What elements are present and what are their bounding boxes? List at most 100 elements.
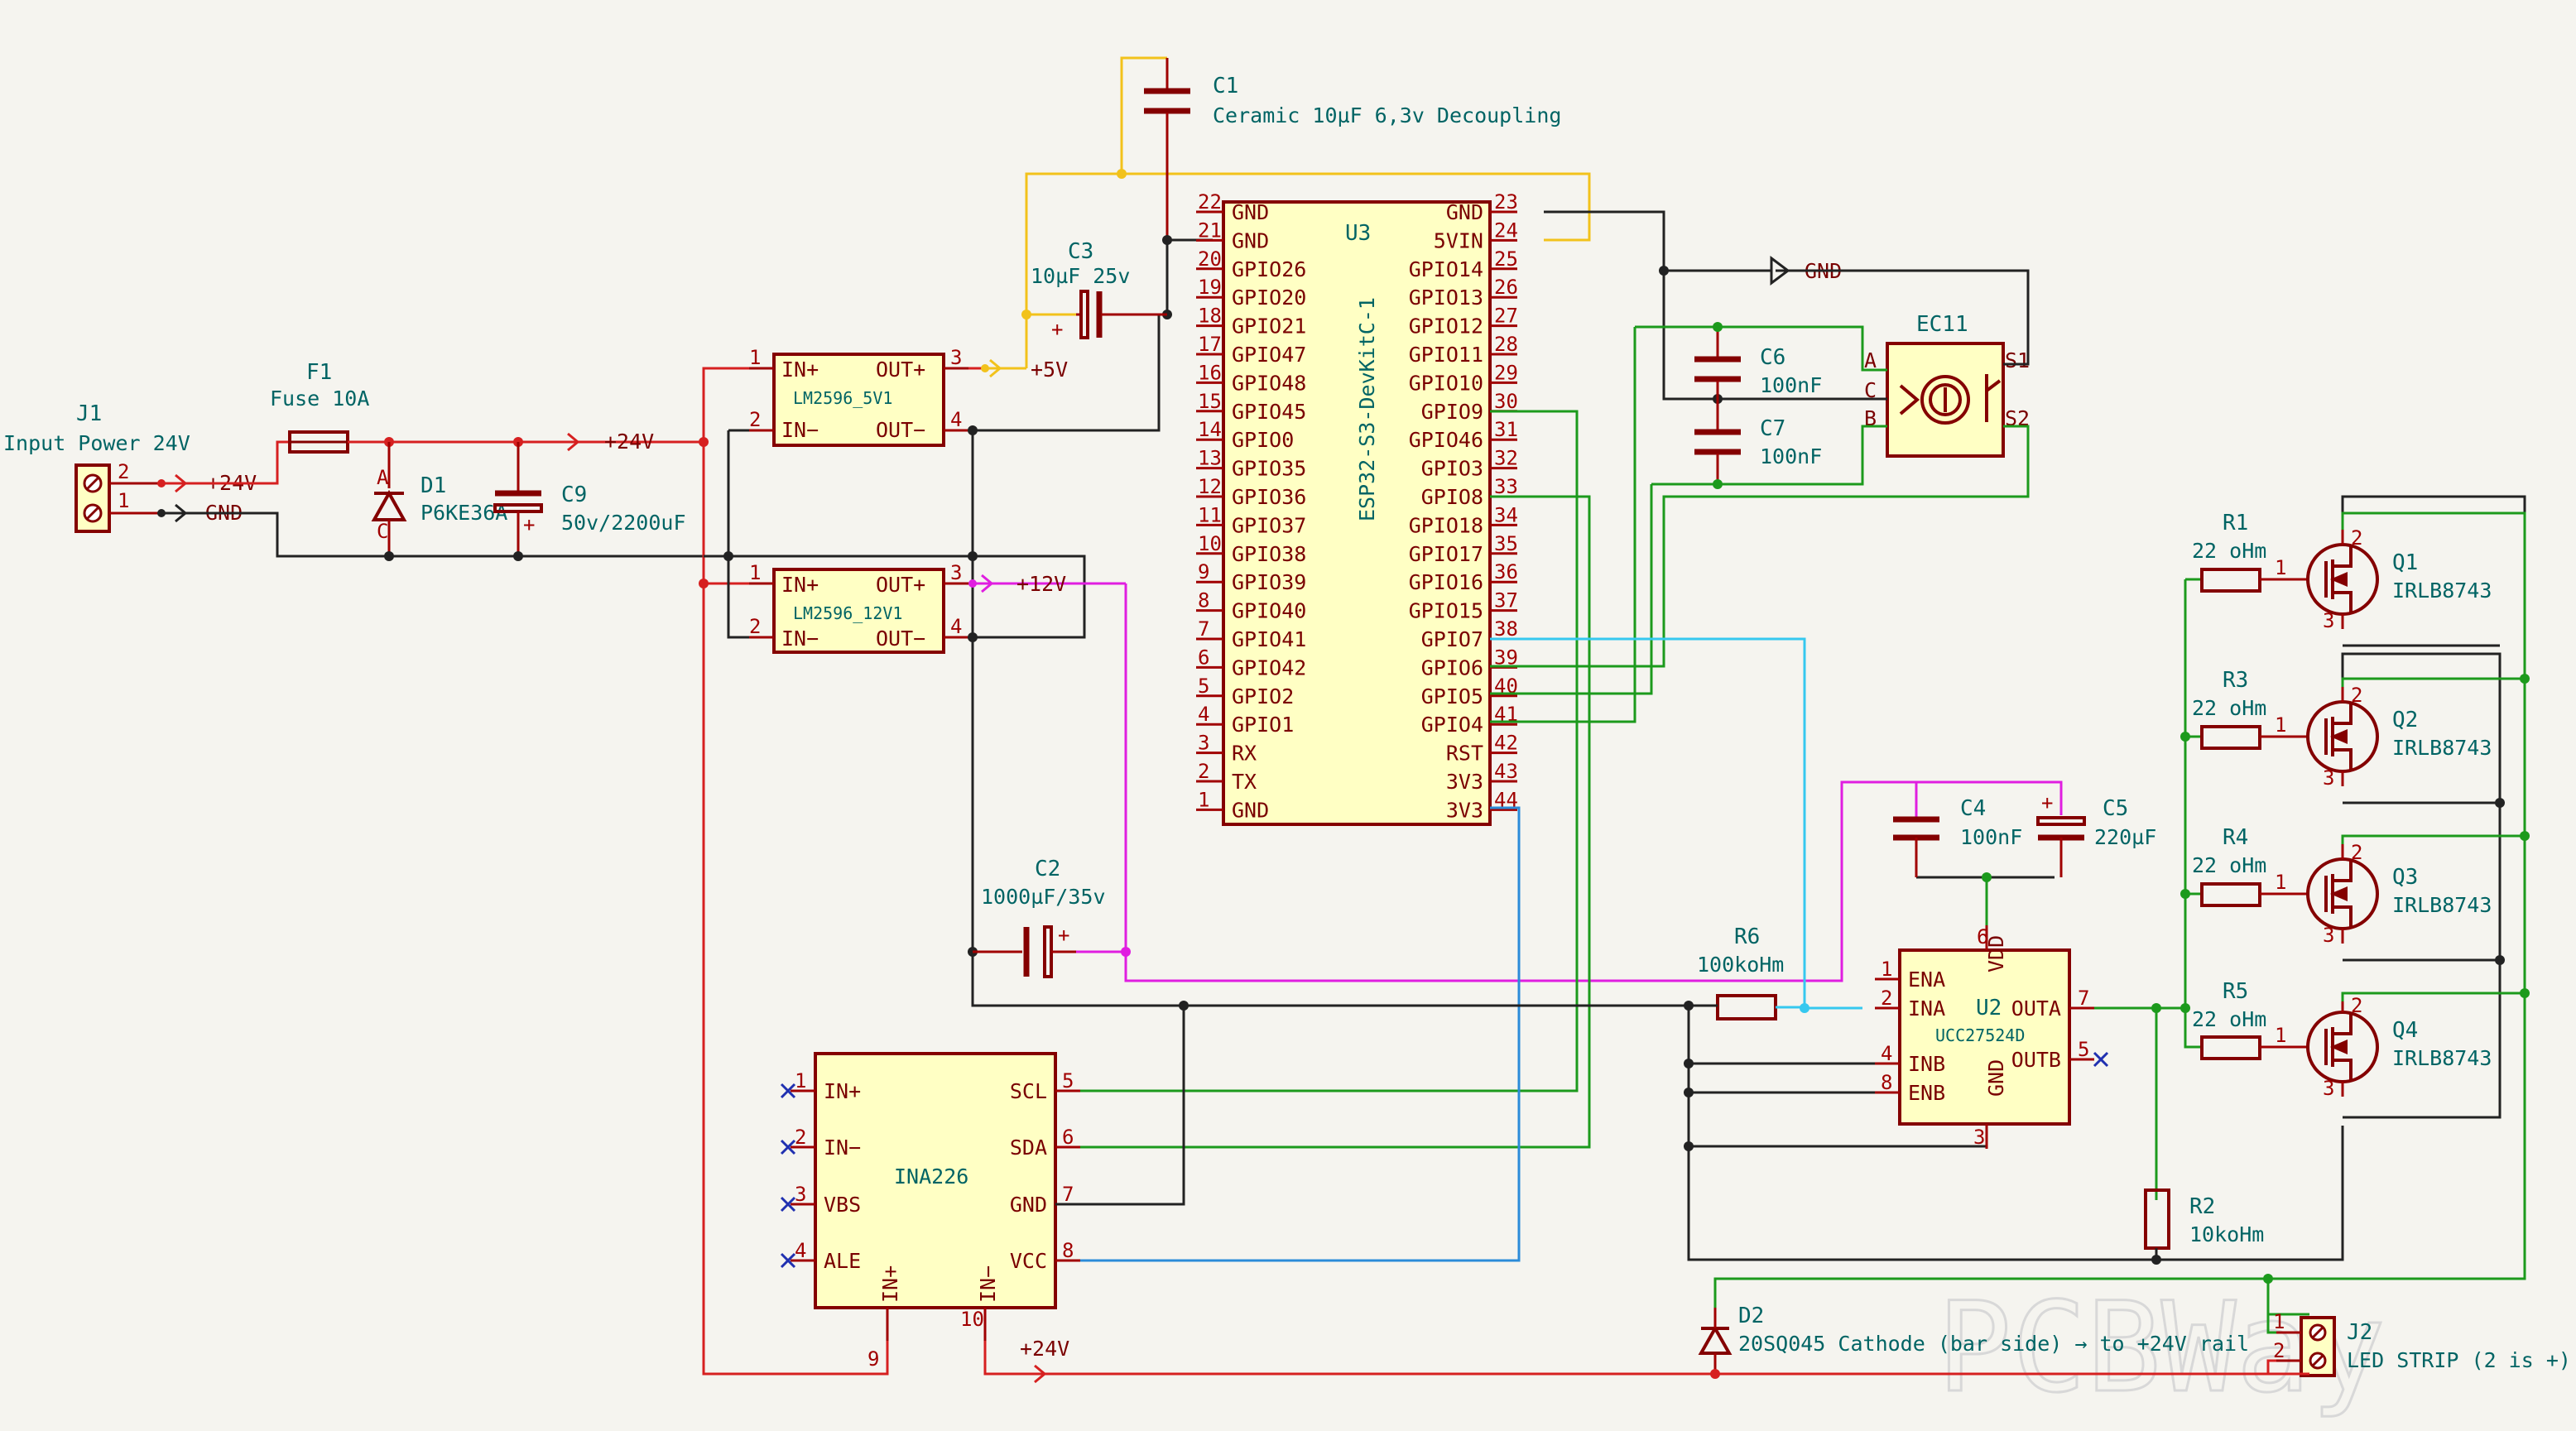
mosfet-arrow [2329,728,2348,745]
u3-left-pin-name: GND [1232,228,1269,252]
ina-pin10-num: 10 [960,1308,984,1331]
ina-left-pin-name: IN− [824,1136,861,1160]
r2-ref: R2 [2189,1194,2215,1219]
mosfet-source-lead [2333,591,2353,612]
resistor-r3[interactable]: R3 22 oHm [2192,668,2266,750]
u3-left-pin-num: 6 [1198,646,1209,669]
resistor-r2[interactable]: R2 10koHm [2144,1188,2264,1250]
mosfet-source-lead [2333,748,2353,770]
u3-right-pin-num: 38 [1494,617,1518,641]
u2-vdd-name: VDD [1984,935,2008,972]
capacitor-c6[interactable]: C6 100nF [1694,327,1822,430]
c6-ref: C6 [1760,345,1785,370]
u3-left-pin-num: 2 [1198,760,1209,783]
u3-right-pin-name: GPIO9 [1421,400,1483,424]
resistor-r1[interactable]: R1 22 oHm [2192,511,2266,593]
u3-left-pin-name: RX [1232,742,1257,766]
fuse-f1[interactable]: F1 Fuse 10A [270,360,369,454]
capacitor-c5[interactable]: + C5 220µF [2036,791,2156,877]
u3-right-pin-name: GPIO15 [1409,599,1483,623]
r4-value: 22 oHm [2192,853,2266,877]
capacitor-c2[interactable]: + C2 1000µF/35v [973,857,1106,978]
resistor-r6[interactable]: R6 100koHm [1697,924,1784,1020]
reg12-out-plus: OUT+ [876,573,925,597]
r1-value: 22 oHm [2192,539,2266,563]
u3-left-pin-name: GPIO39 [1232,570,1306,594]
u2-left-pin-num: 2 [1881,987,1892,1010]
mosfet-drain-lead [2333,546,2353,568]
tvs-diode-d1[interactable]: A C D1 P6KE36A [371,442,507,556]
regulator-12v[interactable]: 1 2 3 4 IN+ IN− OUT+ OUT− LM2596_12V1 [749,561,968,654]
u2-left-pin-name: INA [1908,996,1945,1020]
capacitor-c7[interactable]: C7 100nF [1694,399,1822,484]
u3-right-pin-name: GPIO7 [1421,627,1483,651]
reg5-pin3-num: 3 [950,346,962,369]
ina-pin9-name: IN+ [878,1265,902,1303]
capacitor-c9[interactable]: + C9 50v/2200uF [493,442,686,556]
u3-right-pin-num: 33 [1494,475,1518,498]
j2-pin-2: 2 [2273,1339,2285,1362]
u3-left-pin-num: 7 [1198,617,1209,641]
d2-value: 20SQ045 Cathode (bar side) → to +24V rai… [1738,1332,2249,1356]
f1-value: Fuse 10A [270,387,369,411]
u3-left-pin-num: 19 [1198,276,1222,299]
mosfet-array: 123Q1IRLB8743123Q2IRLB8743123Q3IRLB87431… [2260,526,2492,1100]
mosfet-ref: Q1 [2392,550,2418,575]
u3-right-pin-name: GPIO6 [1421,655,1483,679]
u2-left-pin-num: 8 [1881,1071,1892,1094]
capacitor-c1[interactable]: C1 Ceramic 10µF 6,3v Decoupling [1144,58,1561,240]
u2-left-pin-name: INB [1908,1052,1945,1076]
u3-left-pin-num: 13 [1198,447,1222,470]
r4-ref: R4 [2223,825,2248,850]
u3-left-pin-num: 11 [1198,503,1222,526]
resistor-r4[interactable]: R4 22 oHm [2192,825,2266,907]
flyback-diode-d2[interactable]: D2 20SQ045 Cathode (bar side) → to +24V … [1698,1277,2268,1374]
mosfet-arrow [2329,571,2348,588]
u3-right-pin-num: 37 [1494,589,1518,612]
u3-right-pin-name: RST [1446,742,1483,766]
u3-right-pin-name: GPIO46 [1409,428,1483,452]
rotary-encoder-ec11[interactable]: EC11 A C B S1 S2 [1864,312,2030,458]
led-strip-connector[interactable]: 1 2 J2 LED STRIP (2 is +) [2273,1310,2571,1377]
d1-value: P6KE36A [421,501,507,525]
u2-left-pin-name: ENB [1908,1081,1945,1105]
u2-gnd-name: GND [1984,1059,2008,1097]
u3-left-pin-name: GPIO38 [1232,542,1306,566]
regulator-5v[interactable]: 1 2 3 4 IN+ IN− OUT+ OUT− LM2596_5V1 [749,346,968,447]
reg12-pin1-num: 1 [749,561,761,584]
mosfet-drain-num: 2 [2351,526,2362,550]
d1-pin-c: C [377,520,388,543]
u3-left-pin-num: 3 [1198,732,1209,755]
input-power-connector[interactable]: J1 Input Power 24V 2 1 [3,401,190,533]
j1-net-flags: +24V GND [157,471,257,525]
mosfet-value: IRLB8743 [2392,579,2492,603]
u3-left-pin-name: GPIO0 [1232,428,1294,452]
resistor-r5[interactable]: R5 22 oHm [2192,979,2266,1060]
mosfet-value: IRLB8743 [2392,1046,2492,1070]
u3-left-pin-num: 18 [1198,305,1222,328]
u3-left-pin-num: 22 [1198,190,1222,214]
u3-left-pin-name: TX [1232,770,1257,794]
r3-ref: R3 [2223,668,2248,693]
capacitor-c4[interactable]: C4 100nF [1842,780,2022,877]
ec11-ref: EC11 [1916,312,1968,337]
c3-ref: C3 [1068,239,1093,264]
ina-pin9-num: 9 [867,1347,879,1371]
capacitor-c3[interactable]: + C3 10µF 25v [1031,239,1167,341]
mosfet-arrow [2329,886,2348,902]
u3-right-pin-name: GPIO17 [1409,542,1483,566]
ec11-pin-a: A [1864,348,1877,372]
u3-right-pin-name: 5VIN [1434,228,1483,252]
mosfet-ref: Q3 [2392,865,2418,890]
d2-ref: D2 [1738,1304,1764,1328]
